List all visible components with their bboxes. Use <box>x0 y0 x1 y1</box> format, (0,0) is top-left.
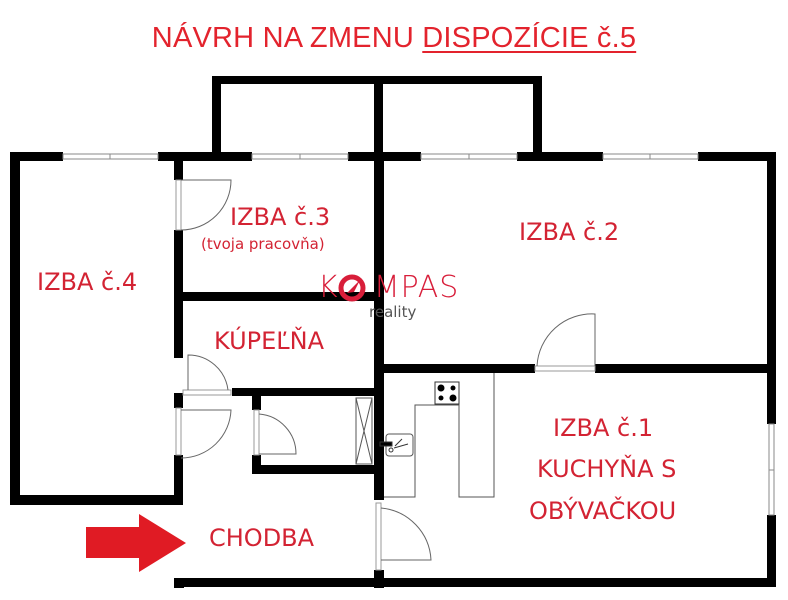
interior-walls <box>174 152 775 588</box>
room-label-kupelna: KÚPEĽŇA <box>214 327 325 355</box>
room-label-izba1-line2: KUCHYŇA S <box>537 455 677 483</box>
room-label-izba4: IZBA č.4 <box>37 268 138 296</box>
logo-brand-rest: MPAS <box>373 270 460 305</box>
room-label-izba1-line1: IZBA č.1 <box>553 414 654 442</box>
title-underlined: DISPOZÍCIE č.5 <box>422 22 637 54</box>
plan-title: NÁVRH NA ZMENU DISPOZÍCIE č.5 <box>0 22 788 55</box>
room-sublabel-izba3: (tvoja pracovňa) <box>201 235 325 253</box>
room-label-chodba: CHODBA <box>209 524 315 552</box>
kompas-logo-sub: reality <box>369 303 417 321</box>
arrow-right-icon <box>86 514 186 572</box>
exterior-walls <box>10 152 776 588</box>
room-label-izba2: IZBA č.2 <box>519 218 620 246</box>
title-prefix: NÁVRH NA ZMENU <box>151 22 423 54</box>
kompas-logo-text: KMPAS <box>318 270 460 305</box>
windows <box>62 153 775 516</box>
sink-icon <box>379 438 409 453</box>
room-label-izba1-line3: OBÝVAČKOU <box>529 497 677 525</box>
room-label-izba3: IZBA č.3 <box>230 203 331 231</box>
installation-shaft <box>355 397 373 465</box>
cooktop-burners-icon <box>437 384 457 402</box>
kompas-logo-mark <box>338 274 366 302</box>
kitchen-counter <box>384 373 495 498</box>
balcony-walls <box>212 76 542 156</box>
doors <box>175 179 596 571</box>
